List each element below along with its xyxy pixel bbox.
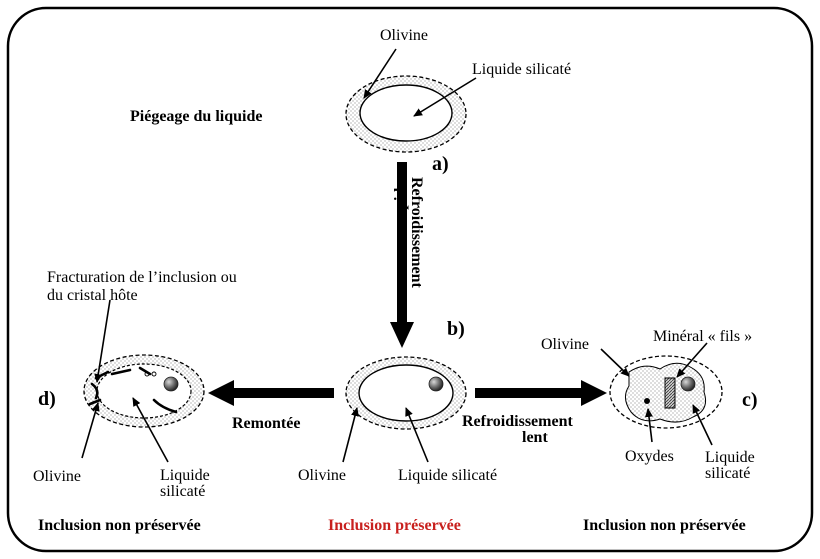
arrow-ascent <box>208 380 334 406</box>
label-slow-cooling-1: Refroidissement <box>462 413 573 430</box>
label-olivine-d: Olivine <box>33 468 81 485</box>
label-liquid-b: Liquide silicaté <box>398 467 497 484</box>
pointer-liquid-c <box>692 404 713 446</box>
label-stage-c: c) <box>742 389 758 411</box>
label-liquid-d-1: Liquide <box>160 467 210 484</box>
label-olivine-top: Olivine <box>380 27 428 44</box>
label-fracture-2: du cristal hôte <box>47 287 138 304</box>
pointer-liquid-a <box>413 77 477 117</box>
label-fracture-1: Fracturation de l’inclusion ou <box>47 269 237 286</box>
arrow-rapid-cooling <box>390 162 414 348</box>
pointer-fracture <box>94 299 111 383</box>
label-stage-a: a) <box>432 153 449 175</box>
label-daughter-mineral: Minéral « fils » <box>653 328 752 345</box>
inclusion-a <box>345 75 467 153</box>
label-slow-cooling-2: lent <box>522 429 548 446</box>
inclusion-c <box>609 355 723 429</box>
label-liquid-c-1: Liquide <box>705 449 755 466</box>
pointer-olivine-a <box>363 48 397 99</box>
caption-stage-b: Inclusion préservée <box>328 517 461 534</box>
label-stage-d: d) <box>38 388 56 410</box>
pointer-oxides <box>644 408 653 443</box>
label-rapid-cooling-2: rapide <box>392 181 409 225</box>
label-stage-b: b) <box>447 318 465 340</box>
label-ascent: Remontée <box>232 415 300 432</box>
pointer-liquid-d <box>132 397 169 463</box>
label-olivine-c: Olivine <box>541 336 589 353</box>
caption-stage-d: Inclusion non préservée <box>38 517 201 534</box>
pointer-olivine-b <box>342 407 359 463</box>
pointer-olivine-c <box>600 348 630 377</box>
label-liquid-top: Liquide silicaté <box>472 61 571 78</box>
arrow-slow-cooling <box>475 380 607 406</box>
pointer-liquid-b <box>405 407 429 463</box>
label-oxides: Oxydes <box>625 448 674 465</box>
pointer-daughter-mineral <box>676 342 708 378</box>
label-liquid-d-2: silicaté <box>160 483 205 500</box>
inclusion-b <box>345 356 467 430</box>
pointer-olivine-d <box>81 402 100 459</box>
inclusion-d <box>83 354 205 428</box>
label-olivine-b: Olivine <box>298 467 346 484</box>
label-liquid-c-2: silicaté <box>705 465 750 482</box>
label-rapid-cooling-1: Refroidissement <box>408 177 425 288</box>
caption-stage-c: Inclusion non préservée <box>583 517 746 534</box>
diagram-frame <box>6 6 814 553</box>
label-trapping: Piégeage du liquide <box>130 108 262 125</box>
